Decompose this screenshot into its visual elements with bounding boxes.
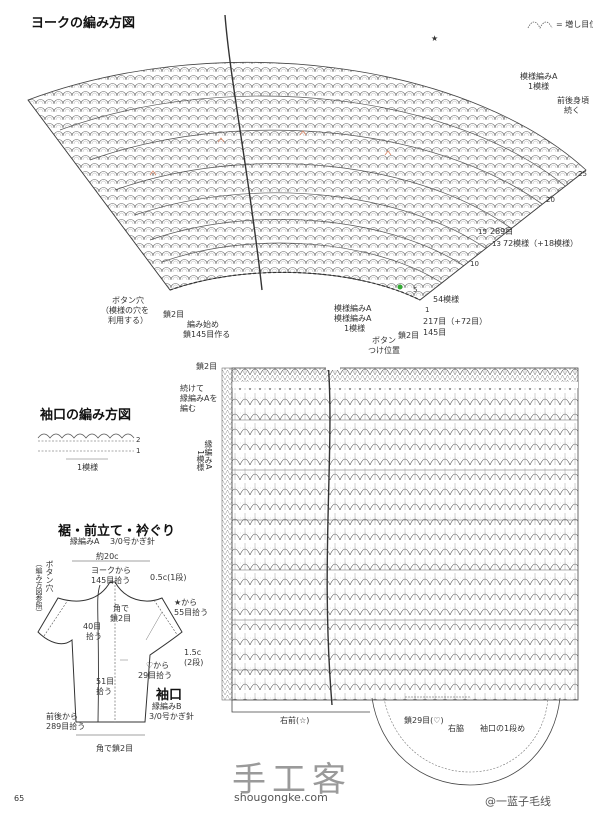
yoke-st-54: 54模様 (433, 295, 460, 304)
hem-star-from-2: 55目拾う (174, 608, 209, 617)
cuff-diagram (37, 433, 135, 460)
buttonhole-note2: 利用する） (108, 316, 148, 325)
row-1: 1 (425, 306, 430, 314)
watermark-weibo: @一蓝子毛线 (485, 795, 551, 808)
yoke-title: ヨークの編み方図 (31, 16, 136, 31)
hem-title: 裾・前立て・衿ぐり (58, 524, 176, 539)
watermark-site: shougongke.com (234, 791, 328, 804)
buttonhole-label: ボタン穴 (112, 296, 144, 305)
hem-corner-2: 鎖2目 (110, 614, 132, 623)
hem-st51-2: 拾う (96, 687, 112, 696)
hem-corner-1: 角で (113, 604, 129, 613)
cuff-row-1: 1 (136, 447, 141, 455)
row-25: 25 (578, 170, 587, 178)
increase-legend: = 増し目位置 (556, 20, 593, 29)
button-position: つけ位置 (368, 346, 400, 355)
row-13: 13 (492, 240, 501, 248)
hem-star-from-1: ★から (174, 598, 198, 607)
body-edge-3: 編む (180, 404, 196, 413)
yoke-chain2-left: 鎖2目 (163, 310, 185, 319)
body-right-front: 右前(☆) (280, 716, 310, 725)
hem-size-05: 0.5c(1段) (150, 573, 187, 582)
body-edge-1: 続けて (180, 384, 204, 393)
yoke-st-72: 72模様（+18模様） (503, 239, 579, 248)
yoke-one-repeat: 1模様 (528, 82, 550, 91)
hem-st40-2: 拾う (86, 632, 102, 641)
cardigan-schematic (37, 560, 183, 736)
yoke-pat-a-2: 模様編みA (334, 314, 372, 323)
hem-corner-bottom: 角で鎖2目 (96, 744, 134, 753)
cuff-row-2: 2 (136, 436, 141, 444)
body-chain29: 鎖29目(♡) (404, 716, 444, 725)
cuff-title: 袖口の編み方図 (40, 408, 132, 423)
hem-heart-from-2: 29目拾う (138, 671, 173, 680)
hem-front-from-2: 289目拾う (46, 722, 86, 731)
yoke-front-back: 前後身頃 (557, 96, 589, 105)
sleeve-title: 袖口 (156, 688, 183, 703)
row-5: 5 (413, 286, 418, 294)
hem-yoke-from-2: 145目拾う (91, 576, 131, 585)
hem-size-15-1: 1.5c (184, 648, 202, 657)
yoke-pat-a-3: 1模様 (344, 324, 366, 333)
buttonhole-note1: （模様の穴を (101, 306, 149, 315)
page-number: 65 (14, 794, 25, 803)
body-diagram (221, 359, 579, 786)
increase-symbol (527, 21, 553, 29)
hem-front-from-1: 前後から (46, 712, 78, 721)
star-mark: ★ (431, 34, 439, 43)
hem-heart-from-1: ♡から (146, 661, 170, 670)
hem-edge-a: 縁編みA (70, 537, 100, 546)
button-label: ボタン (372, 336, 396, 345)
hem-size-15-2: (2段) (184, 658, 204, 667)
row-10: 10 (470, 260, 479, 268)
row-15: 15 (478, 228, 487, 236)
yoke-start-chain: 鎖145目作る (183, 330, 231, 339)
hem-ref: （編み方図参照） (35, 560, 43, 616)
yoke-st-145: 145目 (423, 328, 447, 337)
body-chain2: 鎖2目 (196, 362, 218, 371)
hem-st40-1: 40目 (83, 622, 102, 631)
body-cuff-row1: 袖口の1段め (480, 724, 526, 733)
yoke-continue: 続く (564, 106, 580, 115)
hem-button-hole: ボタン穴 (45, 560, 54, 592)
hem-st51-1: 51目 (96, 677, 115, 686)
hem-yoke-from-1: ヨークから (91, 566, 131, 575)
sleeve-edge: 縁編みB (152, 702, 182, 711)
hem-hook: 3/0号かぎ針 (110, 537, 155, 546)
body-right-side: 右脇 (448, 724, 464, 733)
watermark-cn: 手工客 (232, 760, 352, 800)
yoke-start-label: 編み始め (187, 320, 219, 329)
row-20: 20 (546, 196, 555, 204)
sleeve-hook: 3/0号かぎ針 (149, 712, 194, 721)
body-one-repeat: 1模様 (196, 450, 205, 472)
yoke-chain2-right: 鎖2目 (398, 331, 420, 340)
yoke-pattern-a: 模様編みA (520, 72, 558, 81)
yoke-diagram (27, 14, 587, 301)
hem-approx-20: 約20c (96, 552, 119, 561)
body-edge-a: 縁編みA (204, 440, 213, 470)
body-edge-2: 縁編みAを (180, 394, 218, 403)
cuff-one-repeat: 1模様 (77, 463, 99, 472)
yoke-pat-a-1: 模様編みA (334, 304, 372, 313)
yoke-st-289: 289目 (490, 227, 514, 236)
yoke-st-217: 217目（+72目） (423, 317, 488, 326)
